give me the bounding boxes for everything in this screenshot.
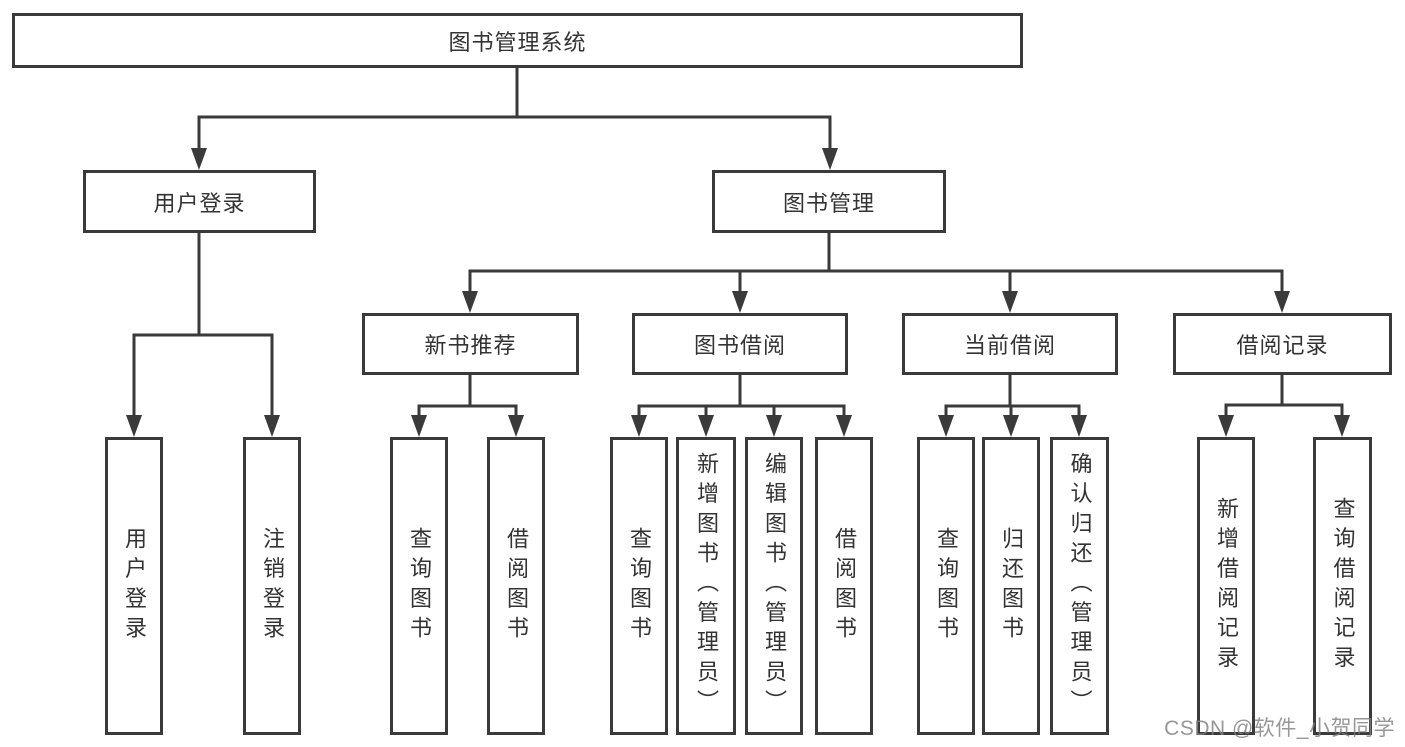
csdn-watermark: CSDN @软件_小贺同学 xyxy=(1164,717,1395,740)
leaf-current-return-books-label: 归还图书 xyxy=(999,526,1024,646)
leaf-borrow-borrow-books-label: 借阅图书 xyxy=(832,526,857,646)
leaf-current-query-books: 查询图书 xyxy=(917,437,975,735)
node-book-borrow: 图书借阅 xyxy=(632,313,848,375)
leaf-recommend-query-books-label: 查询图书 xyxy=(407,526,432,646)
leaf-user-login-label: 用户登录 xyxy=(122,526,147,646)
node-current-borrow: 当前借阅 xyxy=(902,313,1118,375)
leaf-records-add-record-label: 新增借阅记录 xyxy=(1214,496,1239,676)
leaf-borrow-add-books-admin: 新增图书（管理员） xyxy=(676,437,736,735)
leaf-recommend-borrow-books-label: 借阅图书 xyxy=(504,526,529,646)
leaf-borrow-edit-books-admin: 编辑图书（管理员） xyxy=(745,437,803,735)
node-new-book-recommend: 新书推荐 xyxy=(362,313,579,375)
leaf-borrow-add-books-admin-label: 新增图书（管理员） xyxy=(694,452,719,720)
node-current-borrow-label: 当前借阅 xyxy=(963,333,1056,358)
leaf-logout: 注销登录 xyxy=(243,437,301,735)
leaf-logout-label: 注销登录 xyxy=(260,526,285,646)
node-book-management: 图书管理 xyxy=(712,170,946,233)
leaf-records-query-record-label: 查询借阅记录 xyxy=(1330,496,1356,676)
node-borrow-records-label: 借阅记录 xyxy=(1236,333,1329,358)
leaf-recommend-query-books: 查询图书 xyxy=(390,437,448,735)
node-user-login-label: 用户登录 xyxy=(153,190,246,216)
leaf-borrow-query-books: 查询图书 xyxy=(610,437,668,735)
leaf-borrow-edit-books-admin-label: 编辑图书（管理员） xyxy=(762,452,787,720)
node-book-management-label: 图书管理 xyxy=(782,190,875,216)
leaf-current-confirm-return-admin: 确认归还（管理员） xyxy=(1050,437,1109,735)
node-user-login: 用户登录 xyxy=(83,170,316,233)
leaf-records-query-record: 查询借阅记录 xyxy=(1313,437,1372,735)
leaf-current-return-books: 归还图书 xyxy=(982,437,1040,735)
leaf-recommend-borrow-books: 借阅图书 xyxy=(487,437,545,735)
arrowheads xyxy=(126,148,1350,437)
leaf-records-add-record: 新增借阅记录 xyxy=(1197,437,1255,735)
node-book-borrow-label: 图书借阅 xyxy=(693,333,786,358)
leaf-current-query-books-label: 查询图书 xyxy=(934,526,959,646)
node-root: 图书管理系统 xyxy=(12,13,1023,68)
node-new-book-recommend-label: 新书推荐 xyxy=(424,333,517,358)
leaf-user-login: 用户登录 xyxy=(105,437,163,735)
leaf-borrow-borrow-books: 借阅图书 xyxy=(815,437,873,735)
leaf-borrow-query-books-label: 查询图书 xyxy=(627,526,652,646)
leaf-current-confirm-return-admin-label: 确认归还（管理员） xyxy=(1067,452,1093,720)
node-borrow-records: 借阅记录 xyxy=(1173,313,1392,375)
node-root-label: 图书管理系统 xyxy=(448,29,587,55)
